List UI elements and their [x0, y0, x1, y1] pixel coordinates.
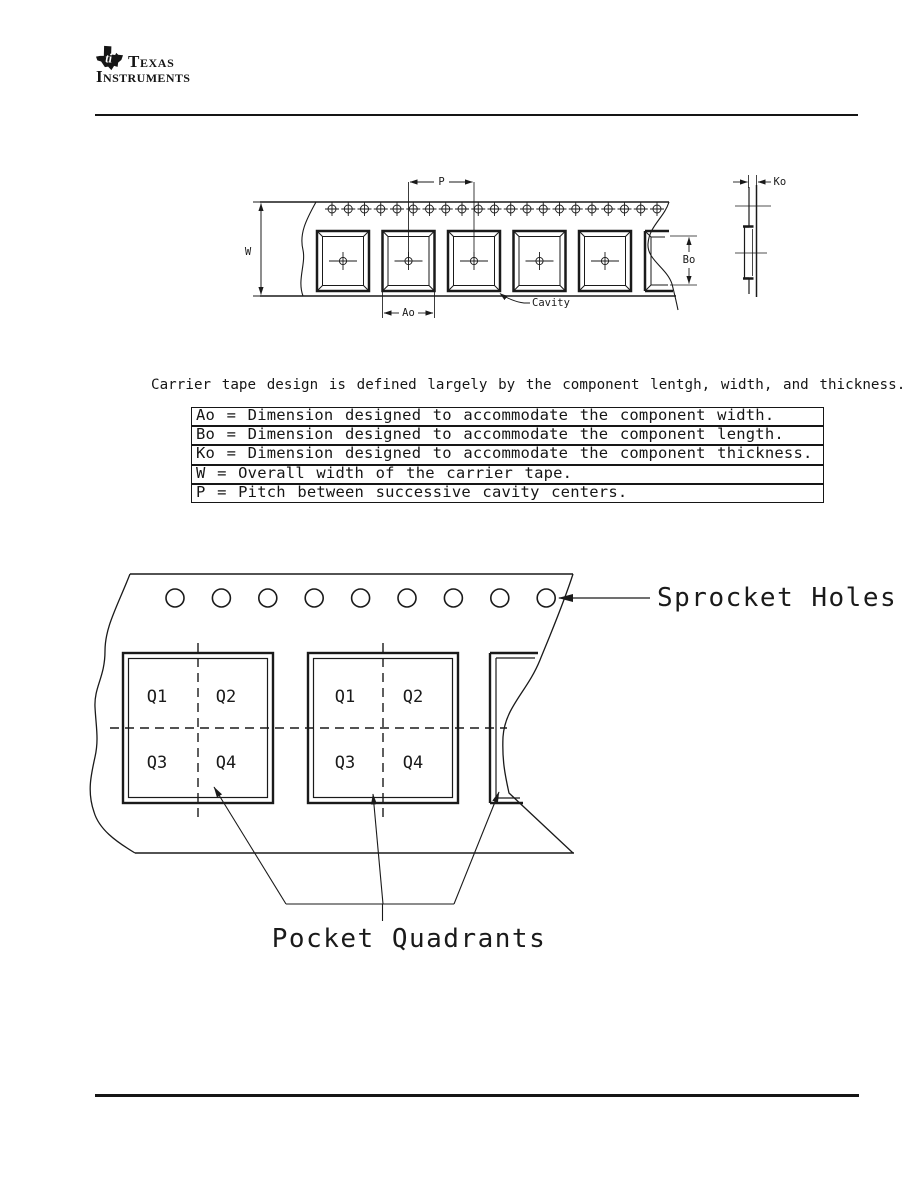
ti-texas-map-icon: ti [96, 45, 123, 71]
w-dimension-label: W [245, 246, 252, 258]
quadrant-label: Q2 [403, 687, 423, 707]
table-row: W = Overall width of the carrier tape. [191, 464, 824, 484]
tape-outline [89, 573, 574, 854]
bo-dimension: Bo [670, 235, 697, 286]
partial-cavity [643, 229, 673, 293]
cavity-label: Cavity [532, 297, 570, 309]
pocket-quadrants-figure: Sprocket Holes Q1 Q2 Q3 Q4 Q1 Q2 Q3 Q4 [89, 573, 897, 954]
cavity-callout: Cavity [499, 293, 570, 309]
table-row: P = Pitch between successive cavity cent… [191, 483, 824, 503]
footer-rule [95, 1094, 859, 1097]
table-row: Bo = Dimension designed to accommodate t… [191, 426, 824, 446]
tape-top-view: W P Ao Bo [245, 176, 697, 319]
quadrant-label: Q4 [403, 753, 423, 773]
left-torn-edge [89, 573, 136, 854]
left-torn-edge [300, 201, 317, 297]
pocket-quadrants-callout: Pocket Quadrants [213, 786, 546, 954]
sprocket-holes-callout: Sprocket Holes [558, 583, 897, 613]
ti-logo: ti Texas Instruments [95, 44, 245, 88]
right-torn-edge [647, 201, 679, 311]
pocket1-quadrant-labels: Q1 Q2 Q3 Q4 [147, 687, 236, 773]
brand-texas: Texas [128, 52, 175, 71]
quadrant-label: Q3 [335, 753, 355, 773]
p-dimension-label: P [438, 176, 444, 188]
carrier-tape-dimension-figure: W P Ao Bo [245, 175, 786, 319]
definitions-table: Ao = Dimension designed to accommodate t… [191, 407, 824, 503]
header-rule [95, 114, 858, 116]
brand-instruments: Instruments [96, 67, 191, 86]
quadrant-centerlines [110, 643, 507, 817]
partial-pocket [488, 651, 538, 805]
bo-dimension-label: Bo [683, 254, 696, 266]
tape-side-view: Ko [733, 175, 786, 297]
pocket-quadrants-label: Pocket Quadrants [272, 924, 546, 954]
quadrant-label: Q1 [335, 687, 355, 707]
ko-dimension-label: Ko [774, 176, 787, 188]
ko-dimension: Ko [733, 175, 786, 188]
right-torn-edge [502, 573, 574, 854]
sprocket-holes-label: Sprocket Holes [657, 583, 897, 613]
table-row: Ao = Dimension designed to accommodate t… [191, 407, 824, 427]
ao-dimension: Ao [382, 291, 435, 319]
texas-state-shape [96, 45, 123, 71]
table-row: Ko = Dimension designed to accommodate t… [191, 445, 824, 465]
pocket2-quadrant-labels: Q1 Q2 Q3 Q4 [335, 687, 423, 773]
p-dimension: P [408, 176, 475, 261]
ti-monogram: ti [105, 52, 112, 66]
quadrant-label: Q1 [147, 687, 167, 707]
sprocket-hole-row [324, 201, 665, 217]
quadrant-label: Q2 [216, 687, 236, 707]
sprocket-holes [165, 588, 557, 608]
w-dimension: W [245, 201, 264, 297]
quadrant-label: Q4 [216, 753, 236, 773]
figure-caption: Carrier tape design is defined largely b… [151, 377, 906, 393]
quadrant-label: Q3 [147, 753, 167, 773]
ao-dimension-label: Ao [402, 307, 415, 319]
